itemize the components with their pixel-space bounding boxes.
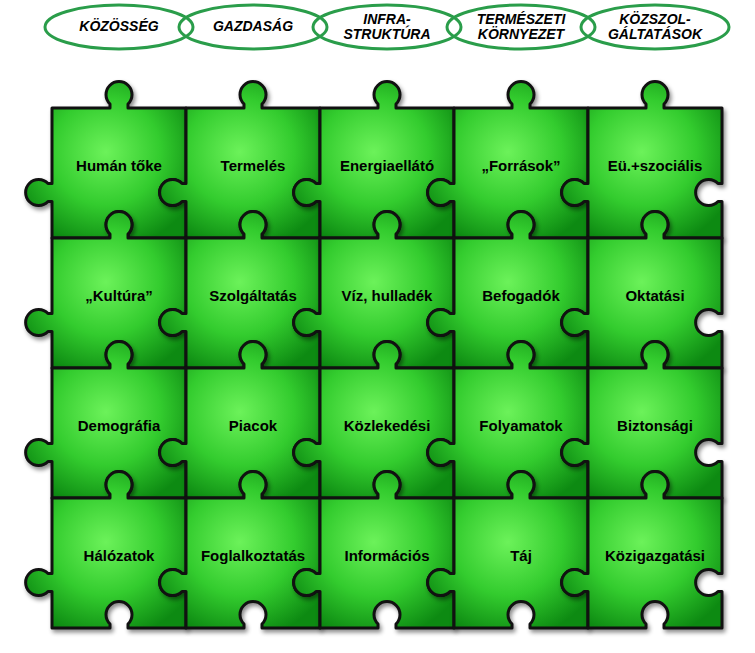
piece-label: Közigazgatási	[605, 547, 705, 564]
piece-shape	[160, 342, 320, 498]
piece-shape	[562, 472, 722, 628]
category-oval: INFRA- STRUKTÚRA	[311, 3, 463, 51]
piece-shape	[26, 342, 186, 498]
puzzle-piece: Közigazgatási	[588, 498, 722, 628]
piece-shape	[26, 82, 186, 238]
piece-label: Folyamatok	[479, 417, 562, 434]
piece-shape	[428, 472, 588, 628]
category-oval: TERMÉSZETI KÖRNYEZET	[445, 3, 597, 51]
piece-shape	[294, 212, 454, 368]
piece-label: Humán tőke	[76, 157, 162, 174]
piece-label: Információs	[344, 547, 429, 564]
piece-label: Oktatási	[625, 287, 684, 304]
puzzle-piece: Táj	[454, 498, 588, 628]
piece-label: Szolgáltatás	[209, 287, 297, 304]
category-oval: KÖZSZOL- GÁLTATÁSOK	[579, 3, 731, 51]
category-heading: GAZDASÁG	[196, 19, 310, 34]
category-heading: KÖZSZOL- GÁLTATÁSOK	[598, 12, 712, 43]
puzzle-piece: Foglalkoztatás	[186, 498, 320, 628]
category-oval: GAZDASÁG	[177, 3, 329, 51]
piece-label: Termelés	[221, 157, 286, 174]
piece-label: Demográfia	[78, 417, 161, 434]
piece-label: Energiaellátó	[340, 157, 434, 174]
piece-shape	[562, 212, 722, 368]
piece-label: Táj	[510, 547, 532, 564]
piece-shape	[160, 212, 320, 368]
piece-shape	[428, 212, 588, 368]
piece-label: Biztonsági	[617, 417, 693, 434]
piece-shape	[294, 472, 454, 628]
piece-label: Foglalkoztatás	[201, 547, 305, 564]
piece-shape	[294, 342, 454, 498]
oval-shape	[581, 5, 729, 49]
piece-shape	[26, 472, 186, 628]
piece-shape	[160, 472, 320, 628]
piece-label: „Kultúra”	[85, 287, 153, 304]
piece-label: Víz, hulladék	[342, 287, 433, 304]
piece-shape	[562, 82, 722, 238]
category-heading: INFRA- STRUKTÚRA	[330, 12, 444, 43]
category-heading: TERMÉSZETI KÖRNYEZET	[464, 12, 578, 43]
piece-shape	[428, 82, 588, 238]
piece-label: Befogadók	[482, 287, 560, 304]
piece-label: Eü.+szociális	[608, 157, 703, 174]
piece-shape	[26, 212, 186, 368]
category-heading: KÖZÖSSÉG	[62, 19, 176, 34]
piece-label: Piacok	[229, 417, 277, 434]
category-oval: KÖZÖSSÉG	[43, 3, 195, 51]
piece-shape	[160, 82, 320, 238]
piece-label: Hálózatok	[84, 547, 155, 564]
oval-shape	[447, 5, 595, 49]
piece-shape	[428, 342, 588, 498]
puzzle-piece: Hálózatok	[52, 498, 186, 628]
piece-label: „Források”	[481, 157, 560, 174]
piece-shape	[562, 342, 722, 498]
puzzle-piece: Információs	[320, 498, 454, 628]
piece-label: Közlekedési	[344, 417, 431, 434]
piece-shape	[294, 82, 454, 238]
oval-shape	[45, 5, 193, 49]
oval-shape	[179, 5, 327, 49]
oval-shape	[313, 5, 461, 49]
